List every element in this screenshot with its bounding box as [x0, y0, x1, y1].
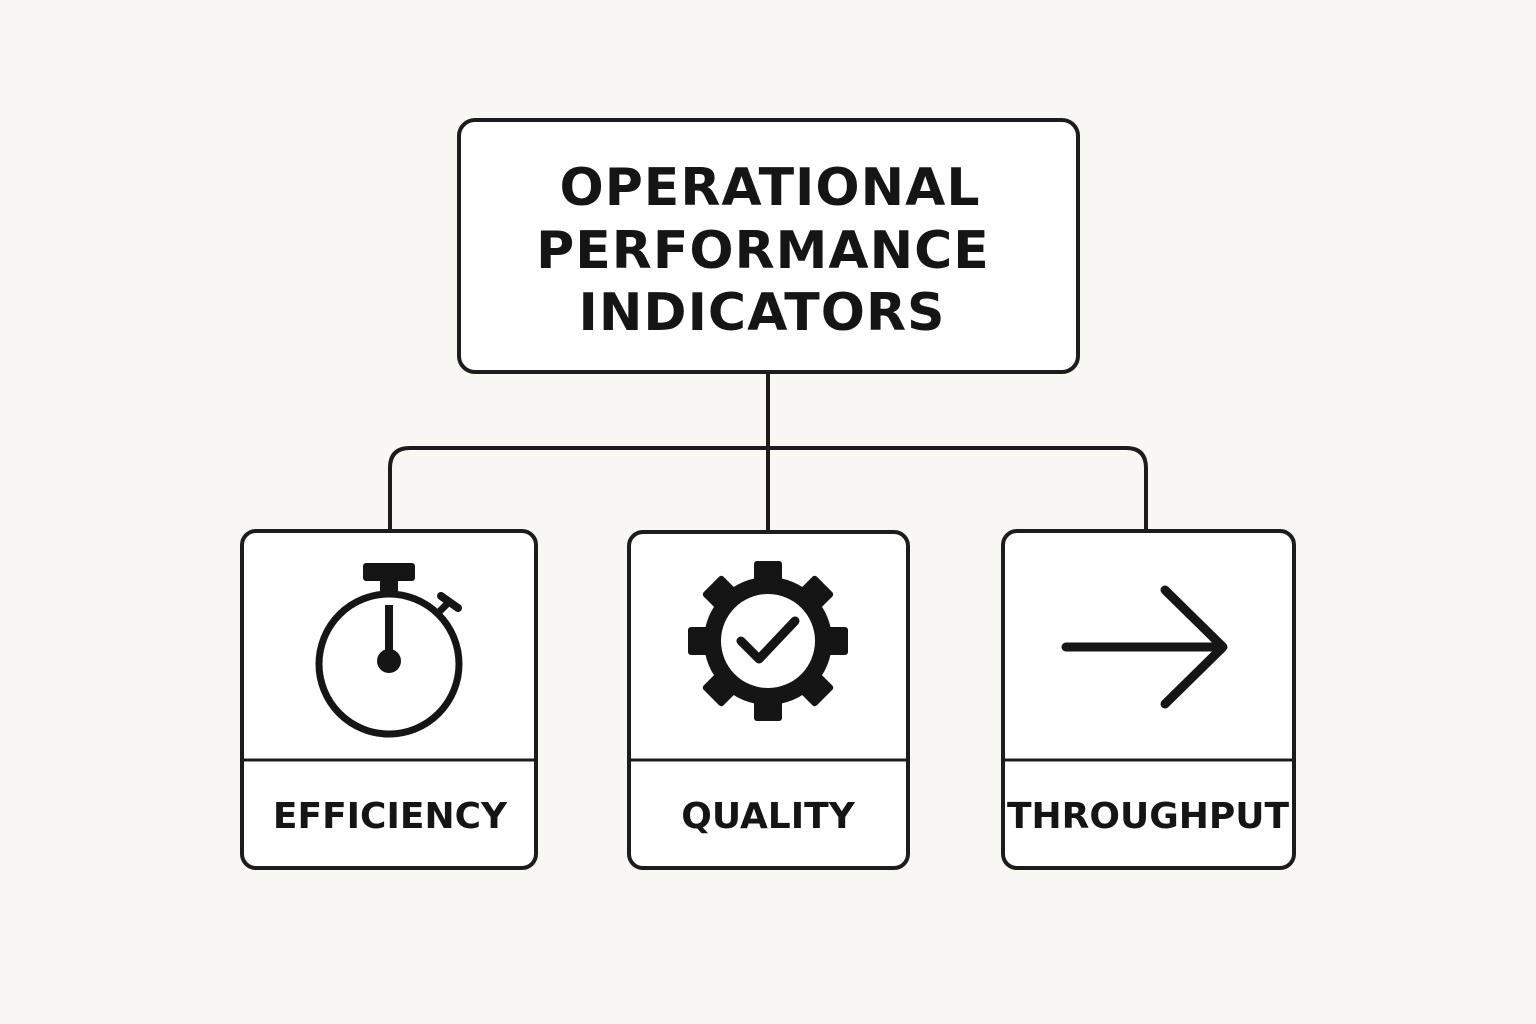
child-node-quality: QUALITY — [627, 530, 910, 870]
root-title-line-3: INDICATORS — [579, 283, 946, 343]
connector-bus — [388, 446, 1148, 530]
root-title-line-1: OPERATIONAL — [559, 158, 980, 218]
child-node-efficiency: EFFICIENCY — [240, 529, 538, 870]
throughput-label: THROUGHPUT — [1007, 796, 1290, 837]
root-title-line-2: PERFORMANCE — [536, 221, 990, 281]
quality-label: QUALITY — [681, 796, 855, 837]
stopwatch-icon — [315, 563, 463, 738]
root-box — [457, 118, 1080, 374]
efficiency-label: EFFICIENCY — [273, 796, 508, 837]
child-node-throughput: THROUGHPUT — [1001, 529, 1296, 870]
throughput-box — [1001, 529, 1296, 870]
efficiency-box — [240, 529, 538, 870]
connectors — [388, 372, 1148, 530]
root-node: OPERATIONAL PERFORMANCE INDICATORS — [457, 118, 1080, 374]
arrow-right-icon — [1061, 585, 1228, 709]
gear-check-icon — [688, 561, 848, 721]
